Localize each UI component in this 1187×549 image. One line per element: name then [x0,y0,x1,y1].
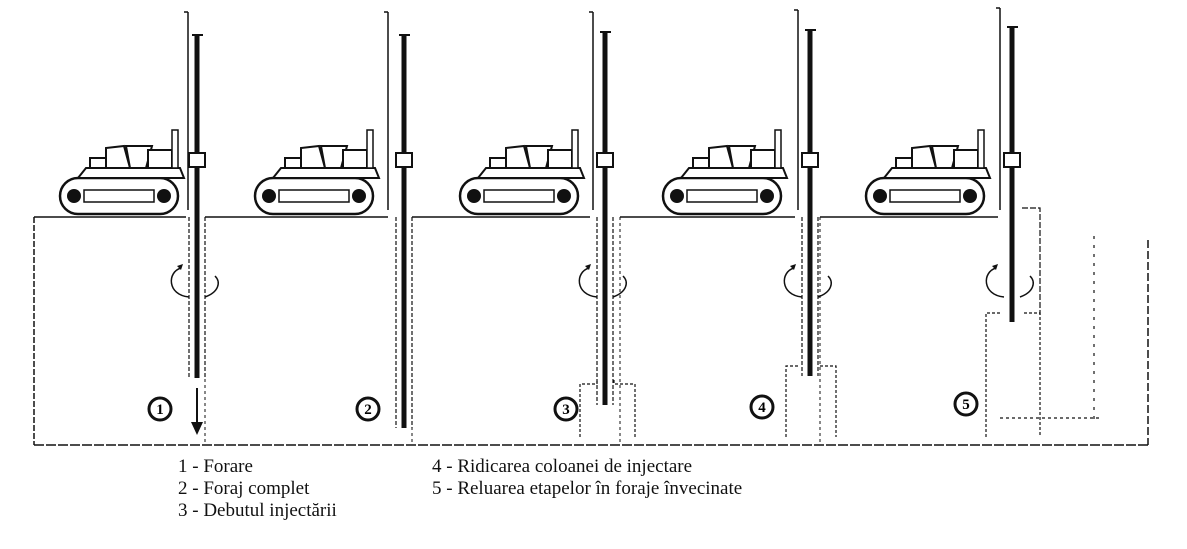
rotation-arrowhead [790,264,796,270]
rotation-arrow-icon [170,267,190,298]
rig-post [774,129,782,169]
rotary-head [596,152,614,168]
rotation-arrowhead [585,264,591,270]
track-plate [83,189,155,203]
stage-panel-2 [253,11,413,428]
rig-post [571,129,579,169]
rig-cab [953,149,979,169]
rig-engine [911,144,938,169]
rotation-arrow-icon [204,275,219,298]
legend-item-5: 5 - Reluarea etapelor în foraje învecina… [432,478,743,499]
rig-engine [708,144,735,169]
track-wheel [963,189,977,203]
step-number-2: 2 [364,402,372,418]
track-wheel [760,189,774,203]
legend-column-1: 1 - Forare 2 - Foraj complet 3 - Debutul… [178,456,337,522]
rig-deck [75,167,186,179]
legend-item-4: 4 - Ridicarea coloanei de injectare [432,456,693,477]
rig-deck [270,167,381,179]
legend-item-2: 2 - Foraj complet [178,478,310,499]
step-number-4: 4 [758,400,766,416]
rig-hopper [319,145,349,169]
step-number-circle-5 [953,391,979,417]
rotary-head [1003,152,1021,168]
rotation-arrowhead [992,264,998,270]
step-number-5: 5 [962,397,970,413]
rig-engine [505,144,532,169]
track-wheel [352,189,366,203]
rig-post [366,129,374,169]
rig-hopper [124,145,154,169]
arrow-down-head [191,422,203,435]
track-plate [483,189,555,203]
track-plate [686,189,758,203]
rotation-arrow-icon [783,267,803,298]
track-wheel [67,189,81,203]
track-wheel [467,189,481,203]
rotation-arrow-icon [578,267,598,298]
step-number-circle-4 [749,394,775,420]
rig-deck [881,167,992,179]
track-wheel [873,189,887,203]
rig-box [489,157,507,169]
rotation-arrow-icon [612,275,627,298]
rotation-arrow-icon [817,275,832,298]
rig-hopper [930,145,960,169]
step-number-circle-1 [147,396,173,422]
rig-box [284,157,302,169]
track-wheel [262,189,276,203]
stage-panel-1 [58,11,219,378]
rig-box [692,157,710,169]
rig-engine [300,144,327,169]
grout-column-4 [785,365,837,437]
track-wheel [157,189,171,203]
track-wheel [557,189,571,203]
rotation-arrow-icon [1019,275,1034,298]
rig-cab [147,149,173,169]
rig-cab [750,149,776,169]
rotary-head [801,152,819,168]
rig-cab [342,149,368,169]
step-number-3: 3 [562,402,570,418]
stage-panel-4 [661,9,832,376]
rig-post [977,129,985,169]
grout-column-3 [579,380,636,437]
rig-post [171,129,179,169]
track-wheel [670,189,684,203]
track-plate [889,189,961,203]
rig-cab [547,149,573,169]
rig-box [895,157,913,169]
rig-hopper [524,145,554,169]
track-plate [278,189,350,203]
rotation-arrowhead [177,264,183,270]
step-number-circle-3 [553,396,579,422]
step-number-1: 1 [156,402,164,418]
step-number-circle-2 [355,396,381,422]
rotary-head [188,152,206,168]
rig-engine [105,144,132,169]
rig-box [89,157,107,169]
grout-column-5b [1022,207,1041,315]
legend-item-3: 3 - Debutul injectării [178,500,337,521]
rotation-arrow-icon [985,267,1005,298]
rig-hopper [727,145,757,169]
stage-panel-3 [458,11,627,405]
legend-column-2: 4 - Ridicarea coloanei de injectare 5 - … [432,456,742,500]
rotary-head [395,152,413,168]
rig-deck [678,167,789,179]
rig-deck [475,167,586,179]
legend-item-1: 1 - Forare [178,456,253,477]
stage-panel-5 [864,7,1034,322]
